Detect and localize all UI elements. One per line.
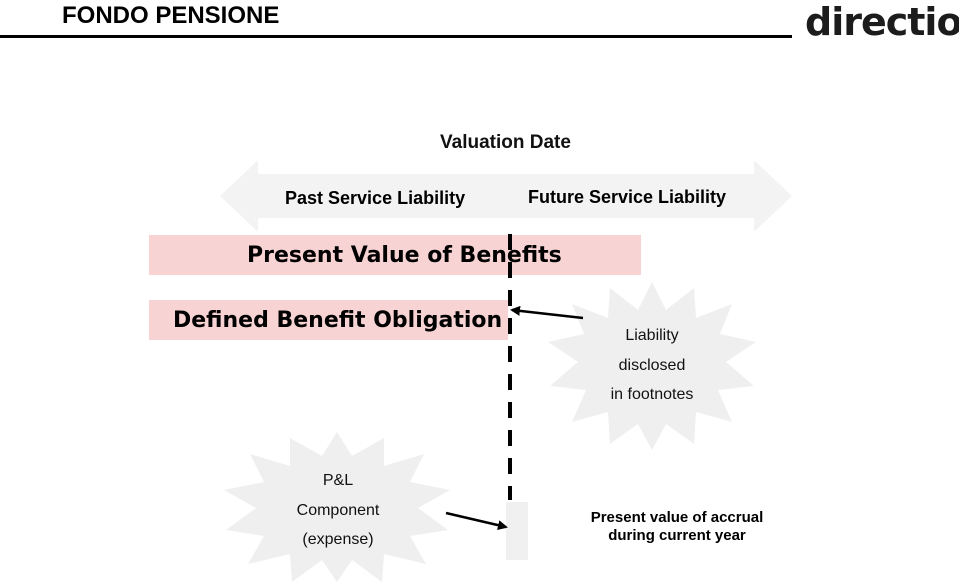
directio-logo: directio — [805, 0, 959, 43]
current-year-segment — [506, 502, 528, 560]
pl-note-line: Component — [296, 501, 380, 519]
liability-note: Liability disclosed in footnotes — [592, 321, 712, 410]
liability-note-line: in footnotes — [610, 386, 694, 403]
accrual-label-line: during current year — [608, 527, 746, 544]
starburst-shape — [548, 282, 756, 450]
pl-note: P&L Component (expense) — [268, 466, 408, 555]
service-period-arrow — [220, 160, 792, 232]
pl-arrow — [445, 511, 508, 531]
dbo-label: Defined Benefit Obligation — [173, 307, 503, 333]
page-title: FONDO PENSIONE — [62, 2, 280, 29]
pl-starburst — [224, 432, 450, 582]
liability-starburst — [548, 282, 756, 450]
pl-note-line: (expense) — [302, 531, 374, 548]
liability-note-line: Liability — [625, 327, 679, 344]
past-service-label: Past Service Liability — [285, 188, 466, 208]
title-divider — [0, 35, 792, 38]
starburst-shape — [224, 432, 450, 582]
future-service-label: Future Service Liability — [528, 187, 727, 207]
pl-note-line: P&L — [322, 472, 354, 489]
liability-arrow — [510, 305, 584, 320]
valuation-date-label: Valuation Date — [440, 132, 571, 153]
defined-benefit-obligation-bar: Defined Benefit Obligation — [149, 300, 508, 340]
logo-text: directio — [805, 0, 959, 43]
accrual-label: Present value of accrual during current … — [582, 509, 772, 545]
accrual-label-line: Present value of accrual — [590, 509, 764, 526]
liability-note-line: disclosed — [618, 356, 686, 374]
